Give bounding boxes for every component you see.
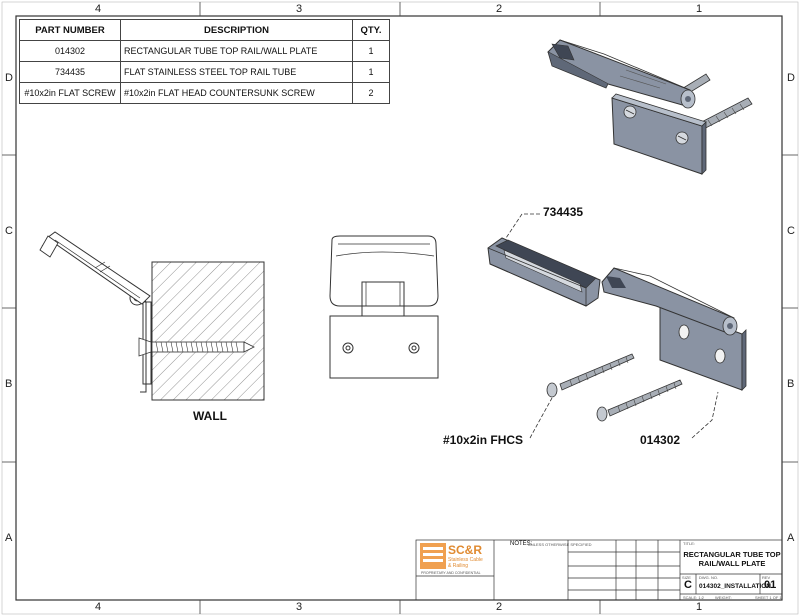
bom-row: #10x2in FLAT SCREW #10x2in FLAT HEAD COU… — [19, 82, 390, 104]
bom-description: FLAT STAINLESS STEEL TOP RAIL TUBE — [120, 61, 353, 83]
zone-label-bottom-2: 2 — [496, 601, 503, 613]
logo-sub1: Stainless Cable — [448, 557, 483, 563]
wall-label: WALL — [193, 409, 227, 423]
bom-qty: 1 — [352, 61, 390, 83]
scale-label: SCALE: 1:2 — [683, 595, 704, 600]
screw-lower — [596, 379, 683, 422]
zone-label-right-c: C — [787, 225, 795, 237]
dwg-no-label: DWG. NO. — [699, 575, 719, 580]
zone-label-right-a: A — [787, 532, 795, 544]
zone-label-left-b: B — [5, 378, 13, 390]
bom-header-description: DESCRIPTION — [120, 19, 353, 41]
bom-header-row: PART NUMBER DESCRIPTION QTY. — [19, 19, 390, 41]
wall-section — [151, 261, 265, 401]
bom-qty: 2 — [352, 82, 390, 104]
bom-description: #10x2in FLAT HEAD COUNTERSUNK SCREW — [120, 82, 353, 104]
size-label: SIZE — [682, 575, 691, 580]
bom-description: RECTANGULAR TUBE TOP RAIL/WALL PLATE — [120, 40, 353, 62]
notes-title: NOTES: — [510, 541, 533, 547]
bom-part-number: #10x2in FLAT SCREW — [19, 82, 121, 104]
bom-part-number: 734435 — [19, 61, 121, 83]
bom-row: 014302 RECTANGULAR TUBE TOP RAIL/WALL PL… — [19, 40, 390, 62]
callout-014302: 014302 — [640, 433, 681, 447]
dwg-number: 014302_INSTALLATION — [699, 583, 772, 590]
title-label: TITLE: — [683, 541, 696, 546]
bom-row: 734435 FLAT STAINLESS STEEL TOP RAIL TUB… — [19, 61, 390, 83]
logo-sub2: & Railing — [448, 563, 469, 569]
bom-part-number: 014302 — [19, 40, 121, 62]
zone-label-right-b: B — [787, 378, 795, 390]
zone-label-top-3: 3 — [296, 3, 303, 15]
tube-section — [46, 231, 151, 305]
drawing-title: RECTANGULAR TUBE TOP RAIL/WALL PLATE — [682, 550, 782, 568]
logo-main: SC&R — [448, 543, 483, 557]
bom-header-part: PART NUMBER — [19, 19, 121, 41]
notes-sub: UNLESS OTHERWISE SPECIFIED — [528, 542, 592, 547]
callout-734435: 734435 — [543, 205, 584, 219]
zone-label-left-d: D — [5, 72, 13, 84]
front-view — [329, 235, 439, 379]
sheet-count: SHEET 1 OF 1 — [755, 595, 782, 600]
sheet-size: C — [684, 579, 692, 591]
drawing-title-line1: RECTANGULAR TUBE TOP — [683, 550, 781, 559]
rev-label: REV — [762, 575, 771, 580]
zone-label-left-c: C — [5, 225, 13, 237]
zone-label-top-4: 4 — [95, 3, 102, 15]
zone-label-right-d: D — [787, 72, 795, 84]
zone-label-bottom-4: 4 — [95, 601, 102, 613]
proprietary-label: PROPRIETARY AND CONFIDENTIAL — [421, 571, 481, 575]
iso-exploded-view — [487, 213, 747, 439]
callout-fhcs: #10x2in FHCS — [443, 433, 524, 447]
leader-lines — [505, 213, 719, 439]
zone-label-bottom-1: 1 — [696, 601, 703, 613]
zone-label-left-a: A — [5, 532, 13, 544]
screw-upper — [546, 353, 635, 398]
bill-of-materials: PART NUMBER DESCRIPTION QTY. 014302 RECT… — [19, 19, 390, 104]
drawing-title-line2: RAIL/WALL PLATE — [698, 559, 766, 568]
bom-qty: 1 — [352, 40, 390, 62]
weight-label: WEIGHT: — [715, 595, 732, 600]
zone-label-top-2: 2 — [496, 3, 503, 15]
iso-assembled-view — [547, 39, 753, 175]
zone-label-bottom-3: 3 — [296, 601, 303, 613]
zone-label-top-1: 1 — [696, 3, 703, 15]
revision: 01 — [764, 579, 777, 591]
section-view — [39, 231, 265, 401]
title-block — [415, 539, 783, 601]
bom-header-qty: QTY. — [352, 19, 390, 41]
